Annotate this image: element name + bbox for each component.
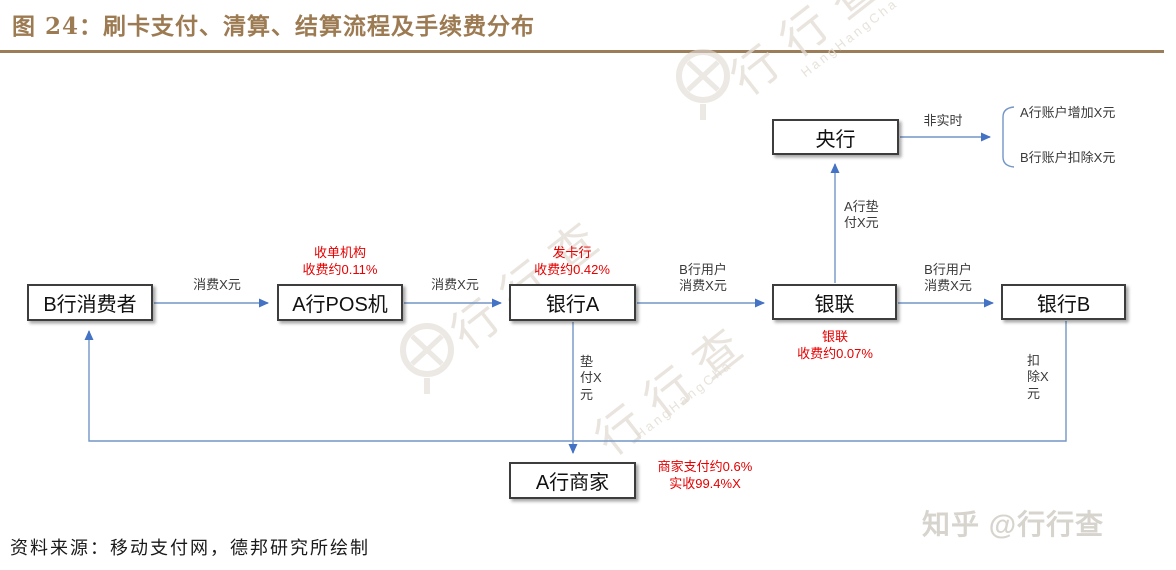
node-consumer-bank-b: B行消费者 [27, 284, 153, 321]
fee-note-acquirer: 收单机构 收费约0.11% [302, 245, 378, 277]
fee-note-merchant: 商家支付约0.6% 实收99.4%X [657, 459, 753, 491]
node-pos-bank-a: A行POS机 [277, 284, 403, 321]
node-bank-a: 银行A [509, 284, 636, 321]
edge-label-a-bank-advance: A行垫 付X元 [844, 199, 879, 231]
edge-label-non-realtime: 非实时 [923, 113, 963, 128]
fee-note-unionpay: 银联 收费约0.07% [797, 329, 873, 361]
title-underline [0, 50, 1164, 53]
node-bank-b: 银行B [1001, 284, 1126, 320]
fee-note-issuer: 发卡行 收费约0.42% [534, 245, 610, 277]
edge-label-deduct-vertical: 扣 除X 元 [1027, 353, 1049, 401]
node-merchant-bank-a: A行商家 [509, 462, 636, 499]
outcome-b-account-deduct: B行账户扣除X元 [1020, 150, 1116, 165]
node-central-bank: 央行 [772, 119, 899, 155]
source-note: 资料来源：移动支付网，德邦研究所绘制 [10, 538, 370, 559]
edge-label-consume-1: 消费X元 [193, 277, 241, 292]
edge-label-advance-vertical: 垫 付X 元 [580, 354, 602, 402]
edge-label-buser-consume-2: B行用户 消费X元 [924, 262, 972, 294]
edge-label-consume-2: 消费X元 [431, 277, 479, 292]
node-unionpay: 银联 [772, 284, 897, 320]
zhihu-watermark: 知乎 @行行查 [922, 509, 1105, 540]
outcome-a-account-increase: A行账户增加X元 [1020, 105, 1116, 120]
edge-label-buser-consume-1: B行用户 消费X元 [679, 262, 727, 294]
figure-title: 图 24：刷卡支付、清算、结算流程及手续费分布 [12, 13, 536, 40]
